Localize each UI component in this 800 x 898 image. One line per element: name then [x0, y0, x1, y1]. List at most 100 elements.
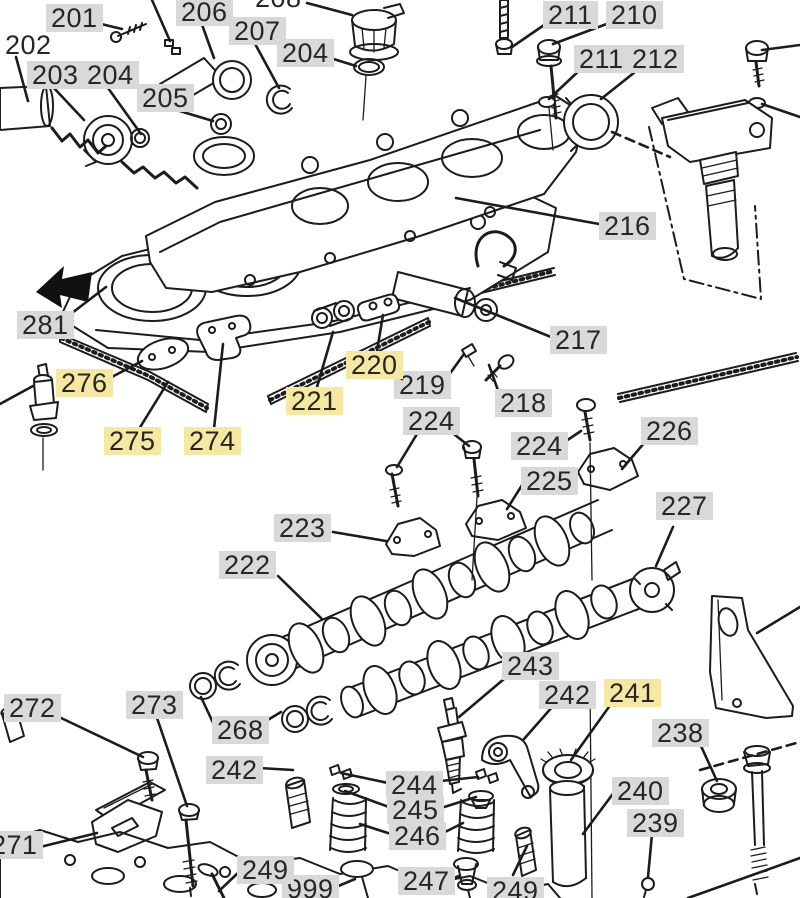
leader-line	[755, 605, 800, 635]
part-callout-244-34[interactable]: 244	[386, 771, 443, 799]
part-callout-217-14[interactable]: 217	[550, 326, 607, 354]
leader-line	[343, 789, 391, 809]
mount-bracket	[709, 595, 794, 719]
part-callout-203-2[interactable]: 203	[27, 61, 84, 89]
leader-line	[760, 102, 800, 119]
leader-line	[646, 832, 654, 879]
part-callout-275-45[interactable]: 275	[104, 427, 161, 455]
part-callout-224-22[interactable]: 224	[511, 432, 568, 460]
leader-line	[358, 822, 393, 836]
part-callout-224-21[interactable]: 224	[403, 407, 460, 435]
leader-line	[14, 55, 30, 103]
leader-line	[654, 525, 675, 568]
part-callout-276-46[interactable]: 276	[56, 369, 113, 397]
leader-line	[569, 702, 613, 762]
part-callout-227-25[interactable]: 227	[656, 492, 713, 520]
part-callout-274-44[interactable]: 274	[184, 427, 241, 455]
part-callout-219-16[interactable]: 219	[394, 371, 451, 399]
leader-line	[686, 856, 800, 898]
leader-line	[251, 38, 281, 90]
part-callout-242-30[interactable]: 242	[539, 681, 596, 709]
ignition-coil	[648, 97, 773, 300]
leader-line	[257, 766, 295, 772]
part-callout-240-28[interactable]: 240	[612, 777, 669, 805]
leader-line	[599, 66, 642, 101]
part-callout-201-0[interactable]: 201	[46, 4, 103, 32]
leader-line	[38, 831, 99, 849]
part-callout-211-11[interactable]: 211	[574, 45, 629, 73]
part-callout-211-9[interactable]: 211	[543, 1, 598, 29]
leader-line	[439, 795, 478, 810]
leader-line	[564, 429, 583, 443]
leader-line	[51, 85, 86, 122]
part-callout-999-38[interactable]: 999	[282, 875, 339, 898]
leader-line	[522, 704, 555, 741]
part-callout-212-12[interactable]: 212	[627, 45, 684, 73]
part-callout-242-32[interactable]: 242	[206, 756, 263, 784]
leader-line	[510, 21, 549, 49]
leader-line	[610, 130, 672, 159]
leader-line	[334, 877, 357, 889]
part-callout-272-42[interactable]: 272	[4, 694, 61, 722]
leader-line	[620, 440, 647, 471]
leader-line	[457, 677, 506, 719]
part-callout-204-3[interactable]: 204	[82, 61, 139, 89]
part-callout-225-23[interactable]: 225	[521, 467, 578, 495]
small-studs	[461, 343, 515, 382]
part-callout-223-20[interactable]: 223	[274, 514, 331, 542]
leader-line	[0, 384, 35, 406]
leader-line	[699, 744, 719, 783]
part-callout-273-43[interactable]: 273	[126, 691, 183, 719]
cam-carrier-housing	[145, 95, 585, 293]
part-callout-205-4[interactable]: 205	[137, 84, 194, 112]
intake-camshaft	[246, 499, 613, 686]
part-callout-247-37[interactable]: 247	[398, 867, 455, 895]
part-callout-206-5[interactable]: 206	[176, 0, 233, 26]
leader-line	[581, 789, 617, 836]
leader-line	[106, 359, 144, 381]
direction-arrow-icon	[36, 266, 92, 308]
part-callout-281-47[interactable]: 281	[17, 311, 74, 339]
follower-bracket	[91, 751, 200, 897]
part-callout-216-13[interactable]: 216	[599, 212, 656, 240]
leader-line	[511, 844, 529, 877]
leader-line	[698, 740, 800, 772]
leader-line	[331, 530, 388, 543]
part-callout-221-18[interactable]: 221	[286, 387, 343, 415]
position-sensor	[29, 363, 59, 471]
part-callout-238-26[interactable]: 238	[652, 719, 709, 747]
part-callout-210-10[interactable]: 210	[606, 1, 663, 29]
leader-line	[106, 86, 143, 136]
leader-line	[454, 196, 601, 226]
leader-line	[441, 821, 465, 835]
part-callout-218-15[interactable]: 218	[495, 389, 552, 417]
leader-line	[439, 775, 480, 783]
leader-line	[551, 20, 614, 46]
part-callout-207-6[interactable]: 207	[229, 17, 286, 45]
leader-line	[453, 296, 553, 339]
part-callout-241-29[interactable]: 241	[604, 679, 661, 707]
leader-line	[217, 869, 242, 893]
part-callout-249-39[interactable]: 249	[237, 856, 294, 884]
oil-filler-cap	[349, 3, 405, 121]
part-callout-204-8[interactable]: 204	[277, 39, 334, 67]
part-callout-202-1[interactable]: 202	[5, 30, 52, 60]
gasket-grommets	[136, 293, 401, 371]
mount-hardware	[641, 745, 771, 898]
part-callout-245-35[interactable]: 245	[387, 796, 444, 824]
leader-line	[760, 43, 800, 52]
part-callout-271-41[interactable]: 271	[0, 831, 43, 859]
part-callout-246-36[interactable]: 246	[389, 822, 446, 850]
part-callout-222-19[interactable]: 222	[219, 551, 276, 579]
part-callout-239-27[interactable]: 239	[627, 809, 684, 837]
part-callout-208-7[interactable]: 208	[250, 0, 307, 12]
part-callout-243-31[interactable]: 243	[502, 652, 559, 680]
cam-bearing-caps	[385, 398, 639, 581]
part-callout-226-24[interactable]: 226	[641, 417, 698, 445]
leader-line	[137, 380, 170, 431]
part-callout-249-40[interactable]: 249	[487, 877, 544, 898]
part-callout-268-33[interactable]: 268	[212, 716, 269, 744]
part-callout-220-17[interactable]: 220	[346, 351, 403, 379]
